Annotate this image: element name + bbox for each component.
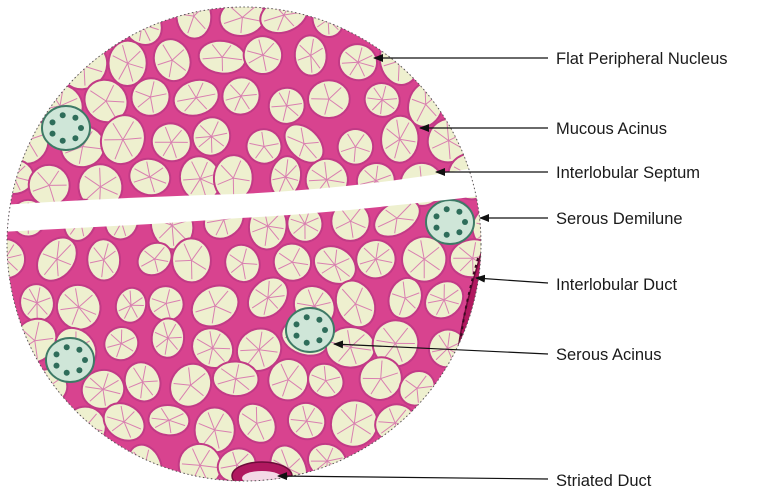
label-mucous-acinus: Mucous Acinus	[556, 120, 667, 138]
serous-acinus	[42, 106, 90, 150]
label-serous-acinus: Serous Acinus	[556, 346, 661, 364]
acinus	[308, 80, 350, 119]
label-striated-duct: Striated Duct	[556, 472, 652, 490]
serous-acinus	[46, 338, 94, 382]
tissue-section	[0, 0, 526, 491]
label-interlobular-septum: Interlobular Septum	[556, 164, 700, 182]
label-flat-peripheral-nucleus: Flat Peripheral Nucleus	[556, 50, 728, 68]
label-interlobular-duct: Interlobular Duct	[556, 276, 677, 294]
leader-interlobular-duct	[476, 278, 548, 283]
leader-striated-duct	[278, 476, 548, 479]
serous-acinus	[31, 448, 79, 491]
serous-acinus	[286, 308, 334, 352]
labels: Flat Peripheral Nucleus Mucous Acinus In…	[556, 50, 728, 490]
acinus	[171, 238, 211, 283]
acinus	[108, 40, 147, 86]
serous-acinus	[426, 200, 474, 244]
label-serous-demilune: Serous Demilune	[556, 210, 683, 228]
acinus	[87, 239, 121, 281]
